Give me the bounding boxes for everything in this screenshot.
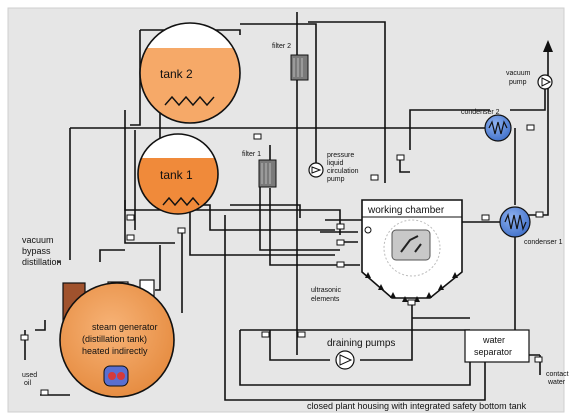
valves [20, 124, 544, 396]
steam-generator-label-2: (distillation tank) [82, 334, 147, 344]
steam-generator-label-3: heated indirectly [82, 346, 148, 356]
condenser-1-label: condenser 1 [524, 239, 563, 246]
water-separator-label-1: water [482, 335, 505, 345]
valve-icon [534, 356, 543, 363]
tank-1-label: tank 1 [160, 168, 193, 182]
draining-pumps: draining pumps [327, 338, 395, 370]
valve-icon [336, 239, 345, 246]
draining-pumps-label: draining pumps [327, 338, 395, 349]
valve-icon [396, 154, 405, 161]
pipe-network [24, 12, 549, 401]
coil-icon [488, 120, 508, 135]
ultrasonic-label-2: elements [311, 296, 340, 303]
sensor-icon [364, 226, 372, 234]
footer-caption: closed plant housing with integrated saf… [307, 401, 527, 411]
pressure-pump-label-3: circulation [327, 168, 359, 175]
ultrasonic-elements [365, 272, 458, 302]
vacuum-pump-label-2: pump [509, 79, 527, 86]
valve-icon [336, 261, 345, 268]
filter-1: filter 1 [242, 151, 277, 188]
used-oil-label-2: oil [24, 380, 31, 387]
contact-water-label-1: contact [546, 371, 569, 378]
valve-icon [126, 214, 135, 221]
valve-icon [535, 211, 544, 218]
valve-icon [261, 331, 270, 338]
working-chamber-label: working chamber [367, 205, 445, 216]
tank-2-label: tank 2 [160, 67, 193, 81]
valve-icon [407, 299, 416, 306]
valve-icon [177, 227, 186, 234]
filter-1-label: filter 1 [242, 151, 261, 158]
working-chamber: working chamber ultrasonic elements [311, 199, 463, 303]
valve-icon [481, 214, 490, 221]
valve-icon [126, 234, 135, 241]
tank-2: tank 2 [139, 22, 241, 124]
condenser-2: condenser 2 [461, 109, 512, 142]
steam-generator-label-1: steam generator [92, 322, 158, 332]
used-oil-label-1: used [22, 372, 37, 379]
valve-icon [336, 223, 345, 230]
pressure-liquid-circulation-pump: pressure liquid circulation pump [308, 152, 359, 183]
heating-coil-icon [164, 95, 215, 107]
pressure-pump-label-4: pump [327, 176, 345, 183]
pressure-pump-label-2: liquid [327, 160, 343, 167]
vacuum-pump-label-1: vacuum [506, 70, 531, 77]
condenser-2-label: condenser 2 [461, 109, 500, 116]
valve-icon [526, 124, 535, 131]
valve-icon [297, 331, 306, 338]
contact-water-label-2: water [547, 379, 566, 386]
filter-2: filter 2 [272, 43, 309, 81]
vacuum-bypass-label-1: vacuum [22, 235, 54, 245]
valve-icon [20, 334, 29, 341]
water-separator-label-2: separator [474, 347, 512, 357]
heating-coil-icon [162, 196, 200, 207]
water-separator: water separator [464, 329, 530, 363]
workpiece-icon [400, 235, 422, 253]
condenser-1: condenser 1 [499, 206, 563, 246]
tank-1: tank 1 [137, 133, 219, 215]
vacuum-bypass-label-2: bypass [22, 246, 51, 256]
ultrasonic-label-1: ultrasonic [311, 287, 341, 294]
valve-icon [253, 133, 262, 140]
coil-icon [504, 213, 527, 231]
valve-icon [370, 174, 379, 181]
filter-2-label: filter 2 [272, 43, 291, 50]
valve-icon [40, 389, 49, 396]
pressure-pump-label-1: pressure [327, 152, 354, 159]
vacuum-pump: vacuum pump [506, 40, 553, 90]
steam-generator: steam generator (distillation tank) heat… [59, 279, 175, 398]
vacuum-bypass-label-3: distillation [22, 257, 62, 267]
